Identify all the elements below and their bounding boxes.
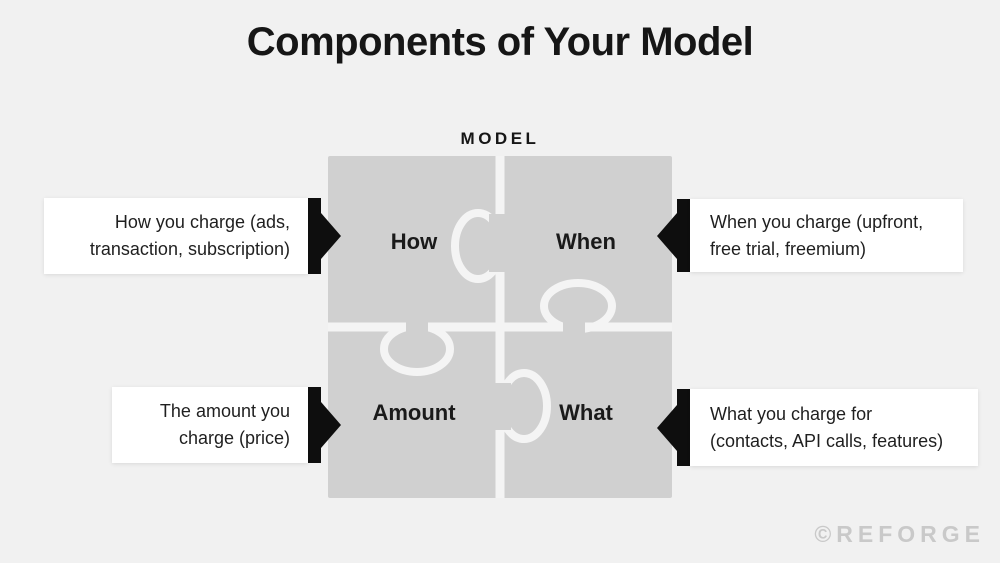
puzzle-graphic (328, 156, 672, 498)
puzzle-neck-how (406, 317, 428, 338)
callout-how-pointer-bar (308, 198, 321, 274)
callout-what-line2: (contacts, API calls, features) (710, 430, 944, 451)
puzzle-piece-label-how: How (390, 228, 438, 254)
callout-how-line1: How you charge (ads, (114, 212, 290, 232)
callout-when-pointer-bar (677, 199, 690, 272)
page-title: Components of Your Model (246, 20, 754, 64)
callout-how-arrow-icon (321, 213, 341, 259)
callout-amount-box: The amount you charge (price) (112, 387, 308, 463)
callout-amount-pointer-bar (308, 387, 321, 463)
callout-what: What you charge for (contacts, API calls… (657, 389, 978, 466)
callout-how-line2: transaction, subscription) (89, 239, 290, 259)
callout-what-pointer-bar (677, 389, 690, 466)
callout-what-line1: What you charge for (710, 403, 873, 424)
callout-when-line1: When you charge (upfront, (710, 211, 924, 232)
callout-how-box: How you charge (ads, transaction, subscr… (44, 198, 308, 274)
puzzle-diagram: How When Amount What (328, 156, 672, 498)
puzzle-neck-when (489, 214, 511, 272)
puzzle-neck-amount (489, 383, 511, 430)
callout-amount-line1: The amount you (159, 401, 290, 421)
callout-how: How you charge (ads, transaction, subscr… (44, 198, 341, 274)
puzzle-piece-label-what: What (559, 399, 613, 425)
puzzle-piece-label-when: When (556, 228, 616, 254)
callout-amount-arrow-icon (321, 402, 341, 448)
model-label: MODEL (460, 129, 540, 148)
callout-when-arrow-icon (657, 212, 677, 259)
puzzle-neck-what (563, 317, 585, 338)
callout-what-arrow-icon (657, 404, 677, 451)
callout-when-box: When you charge (upfront, free trial, fr… (690, 199, 963, 272)
callout-what-box: What you charge for (contacts, API calls… (690, 389, 978, 466)
puzzle-labels: How When Amount What (328, 156, 672, 498)
callout-when: When you charge (upfront, free trial, fr… (657, 199, 963, 272)
callout-amount-line2: charge (price) (178, 428, 290, 448)
callout-when-line2: free trial, freemium) (710, 238, 867, 259)
reforge-watermark: ©REFORGE (814, 521, 985, 547)
puzzle-piece-label-amount: Amount (372, 399, 456, 425)
callout-amount: The amount you charge (price) (112, 387, 341, 463)
